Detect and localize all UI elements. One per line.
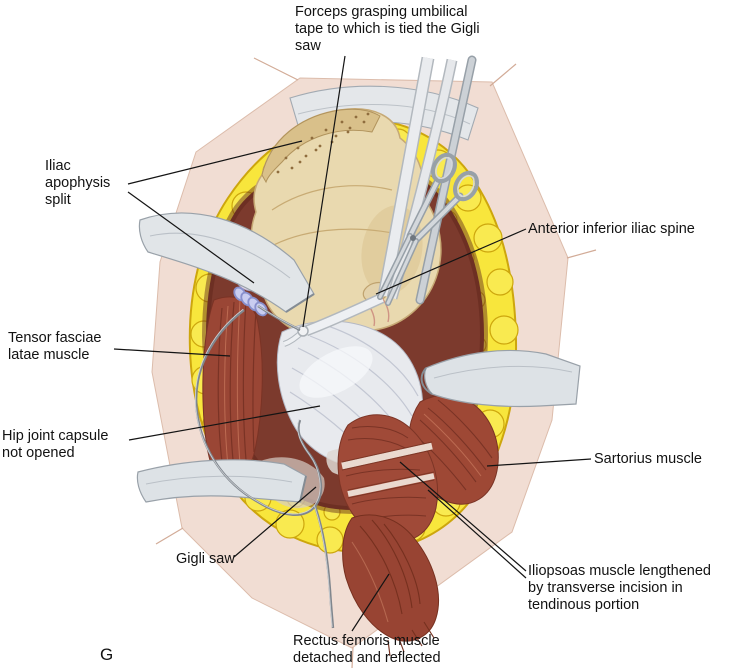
label-sartorius: Sartorius muscle (594, 451, 702, 467)
clamp-finger-ring (430, 152, 458, 184)
skin-crease-lines (155, 57, 597, 669)
leader-iliac-apophysis-1 (127, 140, 303, 185)
iliopsoas-transverse-incisions (341, 441, 435, 499)
label-iliopsoas: Iliopsoas muscle lengthened by transvers… (528, 563, 711, 613)
leader-iliac-apophysis-2 (127, 191, 255, 284)
retractor-top-left (138, 212, 315, 313)
leader-iliopsoas-1 (399, 461, 527, 572)
label-rectus-femoris: Rectus femoris muscle detached and refle… (293, 633, 441, 666)
leader-capsule (128, 405, 321, 441)
leader-gigli (233, 486, 317, 558)
gigli-saw-wire (195, 304, 335, 629)
label-anterior-inferior-iliac-spine: Anterior inferior iliac spine (528, 221, 695, 237)
iliac-apophysis-split-surface (261, 108, 381, 184)
label-tensor-fasciae-latae: Tensor fasciae latae muscle (8, 330, 102, 363)
leader-aiis (375, 228, 527, 295)
leader-forceps (302, 55, 346, 328)
clamp-finger-ring (452, 170, 480, 202)
panel-letter: G (100, 645, 114, 664)
retractor-bottom-left (136, 459, 307, 503)
forceps-clamp (377, 152, 480, 306)
leader-lines (113, 55, 592, 632)
label-gigli-saw: Gigli saw (176, 551, 235, 567)
tensor-fasciae-latae-muscle (202, 296, 263, 484)
leader-iliopsoas-2 (427, 489, 527, 579)
label-iliac-apophysis: Iliac apophysis split (45, 158, 111, 208)
iliopsoas-muscle (337, 414, 439, 542)
leader-tfl (113, 348, 231, 357)
clamp-pivot (410, 235, 416, 241)
leader-rectus (351, 573, 390, 632)
leader-sartorius (486, 458, 592, 467)
label-hip-joint-capsule: Hip joint capsule not opened (2, 428, 109, 461)
umbilical-tape (282, 56, 458, 347)
retractor-right (420, 349, 581, 408)
label-forceps: Forceps grasping umbilical tape to which… (295, 4, 480, 54)
